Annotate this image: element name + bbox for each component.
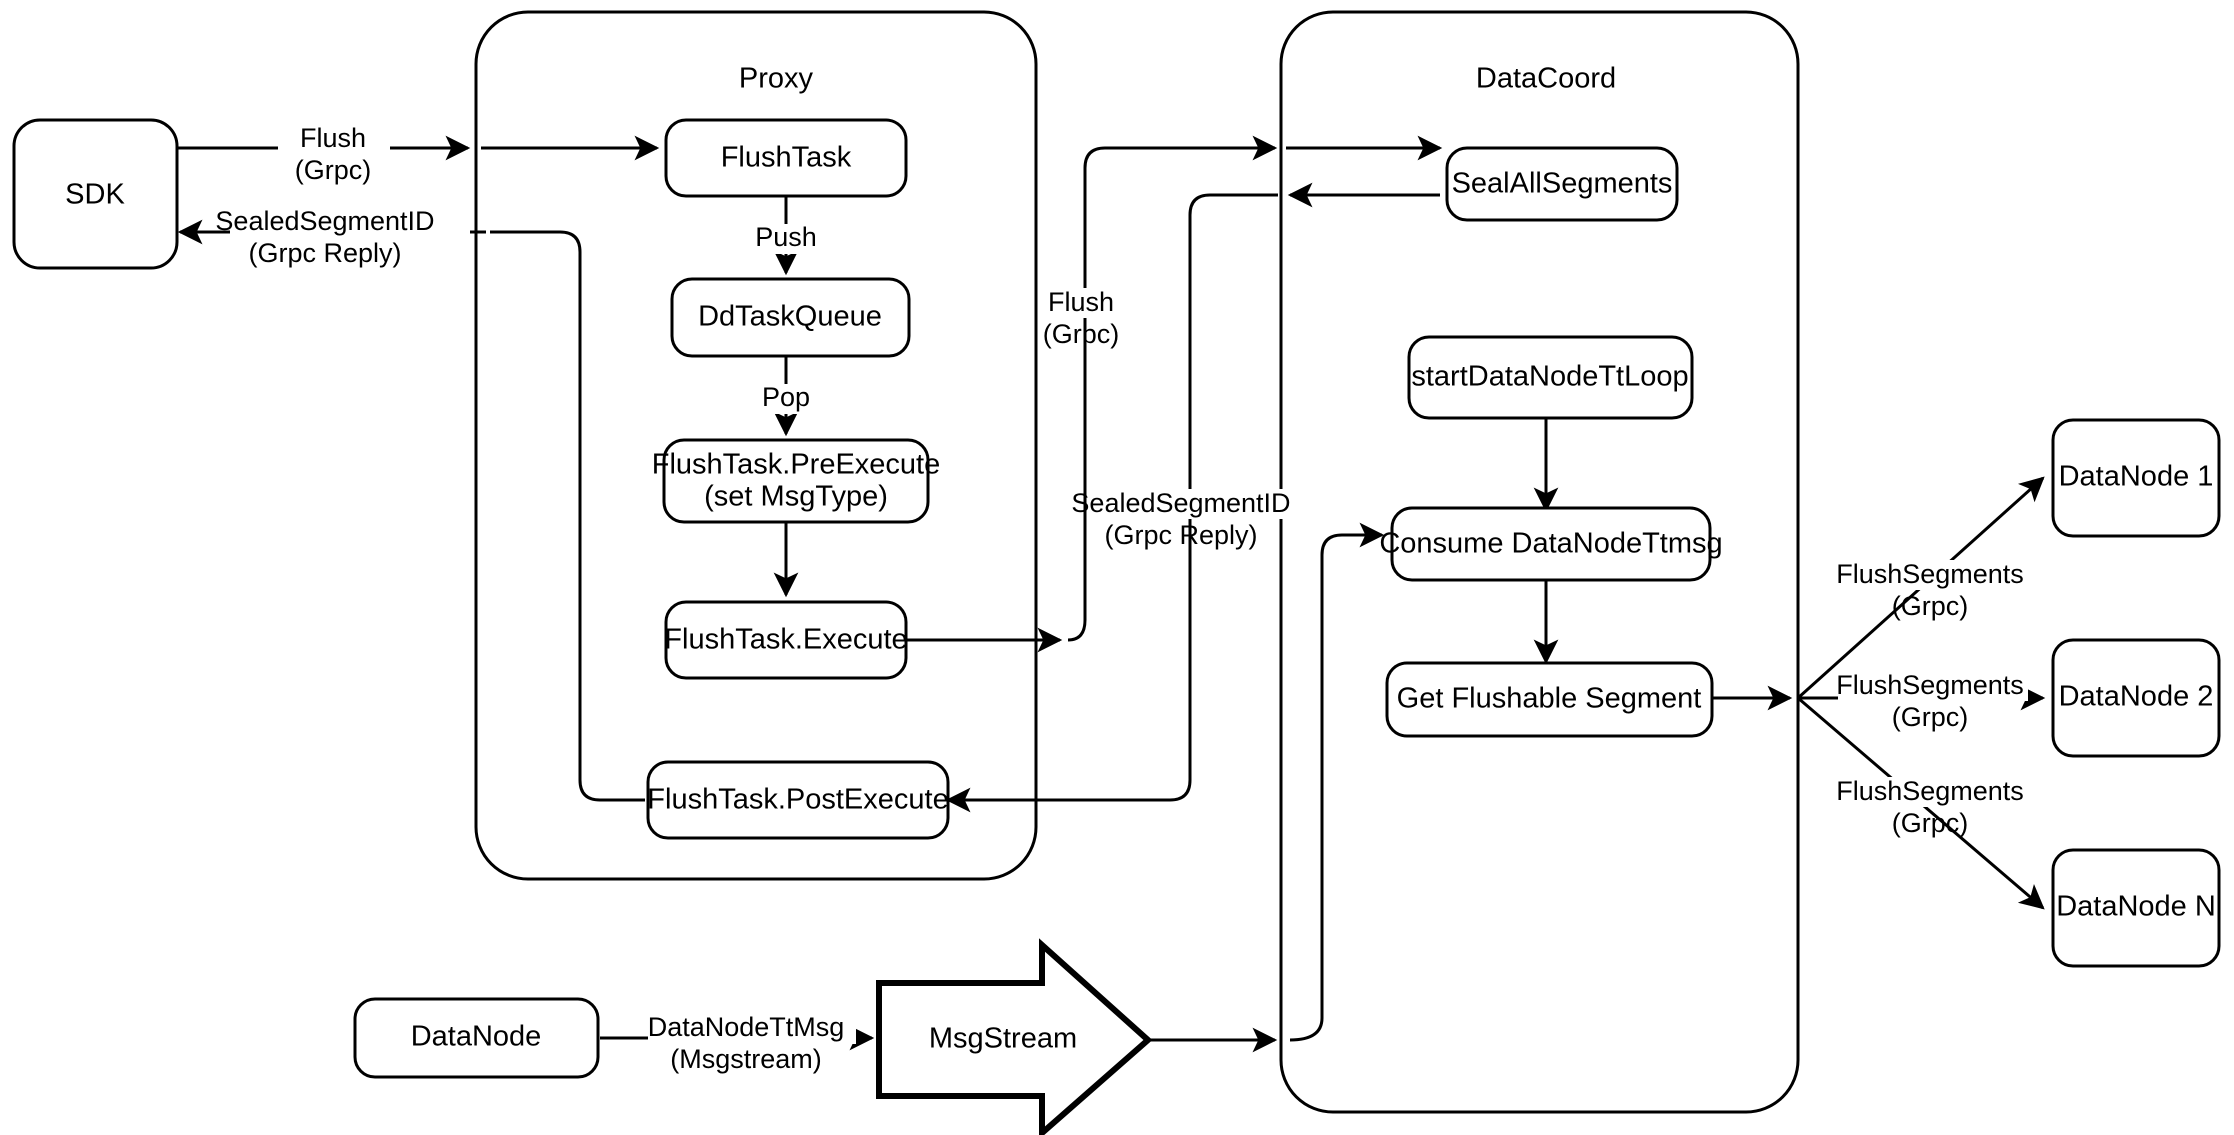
datanode-source-label: DataNode bbox=[411, 1021, 542, 1053]
proxy-title: Proxy bbox=[739, 63, 814, 95]
datanode-1-box[interactable] bbox=[2051, 418, 2221, 538]
sdk-to-proxy-label-line2: (Grpc) bbox=[295, 155, 372, 185]
label-halo bbox=[1838, 777, 2028, 807]
label-halo bbox=[1838, 560, 2028, 590]
label-halo bbox=[648, 1014, 856, 1044]
get-flushable-segment-box[interactable] bbox=[1385, 661, 1714, 738]
proxy-container bbox=[474, 10, 1038, 881]
msgstream-label: MsgStream bbox=[929, 1023, 1077, 1055]
pre-execute-label-line2: (set MsgType) bbox=[704, 481, 888, 513]
node-get-flushable-segment[interactable]: Get Flushable Segment bbox=[1385, 661, 1714, 738]
flush-segments-n-label-line2: (Grpc) bbox=[1892, 808, 1969, 838]
consume-datanode-ttmsg-box[interactable] bbox=[1390, 506, 1712, 582]
proxy-to-datacoord-label-line2: (Grpc) bbox=[1043, 319, 1120, 349]
node-datanode-source[interactable]: DataNode bbox=[353, 997, 600, 1079]
post-execute-box[interactable] bbox=[646, 760, 950, 840]
label-halo bbox=[278, 124, 390, 154]
datanode-ttmsg-label-line1: DataNodeTtMsg bbox=[648, 1012, 845, 1042]
group-datacoord: DataCoord bbox=[1279, 10, 1800, 1114]
node-msgstream[interactable]: MsgStream bbox=[876, 938, 1153, 1135]
label-halo bbox=[1838, 671, 2028, 701]
edge-label-flush-segments-2: FlushSegments (Grpc) bbox=[1836, 670, 2028, 732]
node-pre-execute[interactable]: FlushTask.PreExecute (set MsgType) bbox=[652, 438, 941, 524]
pop-label: Pop bbox=[762, 382, 810, 412]
get-flushable-segment-label: Get Flushable Segment bbox=[1397, 683, 1702, 715]
datanode-1-label: DataNode 1 bbox=[2059, 461, 2214, 493]
datanode-2-label: DataNode 2 bbox=[2059, 681, 2214, 713]
dd-task-queue-box[interactable] bbox=[670, 277, 911, 358]
sdk-to-proxy-label-line1: Flush bbox=[300, 123, 366, 153]
node-start-datanode-ttloop[interactable]: startDataNodeTtLoop bbox=[1407, 335, 1694, 420]
edge-label-pop: Pop bbox=[750, 382, 822, 414]
node-seal-all-segments[interactable]: SealAllSegments bbox=[1445, 146, 1679, 222]
node-datanode-2[interactable]: DataNode 2 bbox=[2051, 638, 2221, 758]
node-flush-task[interactable]: FlushTask bbox=[664, 118, 908, 198]
node-sdk[interactable]: SDK bbox=[12, 118, 179, 270]
flush-segments-2-label-line2: (Grpc) bbox=[1892, 702, 1969, 732]
edge-proxy-to-datacoord-rail bbox=[1067, 135, 1278, 642]
consume-datanode-ttmsg-label: Consume DataNodeTtmsg bbox=[1379, 528, 1722, 560]
edge-label-flush-segments-1: FlushSegments (Grpc) bbox=[1836, 559, 2028, 621]
edge-label-sdk-to-proxy: Flush (Grpc) bbox=[278, 123, 390, 185]
msgstream-arrow-shape[interactable] bbox=[876, 938, 1153, 1135]
edge-label-proxy-to-sdk: SealedSegmentID (Grpc Reply) bbox=[215, 206, 470, 268]
proxy-to-datacoord-label-line1: Flush bbox=[1048, 287, 1114, 317]
execute-box[interactable] bbox=[664, 600, 908, 680]
datacoord-to-proxy-label-line1: SealedSegmentID bbox=[1071, 488, 1290, 518]
node-post-execute[interactable]: FlushTask.PostExecute bbox=[646, 760, 950, 840]
edge-label-push: Push bbox=[746, 222, 826, 254]
pre-execute-label-line1: FlushTask.PreExecute bbox=[652, 449, 941, 481]
label-halo bbox=[230, 209, 470, 237]
label-halo bbox=[750, 384, 822, 414]
edge-datacoord-border-to-consume bbox=[1289, 522, 1385, 1042]
dd-task-queue-label: DdTaskQueue bbox=[698, 301, 882, 333]
flush-segments-1-label-line1: FlushSegments bbox=[1836, 559, 2024, 589]
flush-task-label: FlushTask bbox=[721, 142, 852, 174]
node-dd-task-queue[interactable]: DdTaskQueue bbox=[670, 277, 911, 358]
seal-all-segments-box[interactable] bbox=[1445, 146, 1679, 222]
edge-label-flush-segments-n: FlushSegments (Grpc) bbox=[1836, 776, 2028, 838]
proxy-to-sdk-label-line1: SealedSegmentID bbox=[215, 206, 434, 236]
sdk-label: SDK bbox=[65, 179, 125, 211]
seal-all-segments-label: SealAllSegments bbox=[1452, 168, 1673, 200]
datanode-ttmsg-label-line2: (Msgstream) bbox=[670, 1044, 822, 1074]
edge-label-proxy-to-datacoord: Flush (Grpc) bbox=[1040, 287, 1132, 349]
node-datanode-n[interactable]: DataNode N bbox=[2051, 848, 2221, 968]
post-execute-label: FlushTask.PostExecute bbox=[647, 784, 948, 816]
start-datanode-ttloop-box[interactable] bbox=[1407, 335, 1694, 420]
datanode-n-label: DataNode N bbox=[2056, 891, 2216, 923]
node-datanode-1[interactable]: DataNode 1 bbox=[2051, 418, 2221, 538]
flush-segments-1-label-line2: (Grpc) bbox=[1892, 591, 1969, 621]
label-halo bbox=[746, 224, 826, 254]
node-execute[interactable]: FlushTask.Execute bbox=[664, 600, 908, 680]
group-proxy: Proxy bbox=[474, 10, 1038, 881]
flush-segments-n-label-line1: FlushSegments bbox=[1836, 776, 2024, 806]
edge-label-datacoord-to-proxy: SealedSegmentID (Grpc Reply) bbox=[1071, 488, 1292, 550]
pre-execute-box[interactable] bbox=[662, 438, 930, 524]
edge-postexecute-to-sdk-rail bbox=[490, 230, 645, 802]
datacoord-title: DataCoord bbox=[1476, 63, 1616, 95]
datacoord-container bbox=[1279, 10, 1800, 1114]
label-halo bbox=[1090, 489, 1292, 519]
edge-label-datanode-ttmsg: DataNodeTtMsg (Msgstream) bbox=[648, 1012, 856, 1074]
execute-label: FlushTask.Execute bbox=[664, 624, 907, 656]
push-label: Push bbox=[755, 222, 817, 252]
datanode-2-box[interactable] bbox=[2051, 638, 2221, 758]
flush-task-box[interactable] bbox=[664, 118, 908, 198]
node-consume-datanode-ttmsg[interactable]: Consume DataNodeTtmsg bbox=[1379, 506, 1723, 582]
start-datanode-ttloop-label: startDataNodeTtLoop bbox=[1411, 361, 1688, 393]
label-halo bbox=[1040, 288, 1132, 318]
flush-segments-2-label-line1: FlushSegments bbox=[1836, 670, 2024, 700]
datanode-source-box[interactable] bbox=[353, 997, 600, 1079]
datacoord-to-proxy-label-line2: (Grpc Reply) bbox=[1104, 520, 1257, 550]
datanode-n-box[interactable] bbox=[2051, 848, 2221, 968]
sdk-box[interactable] bbox=[12, 118, 179, 270]
proxy-to-sdk-label-line2: (Grpc Reply) bbox=[248, 238, 401, 268]
